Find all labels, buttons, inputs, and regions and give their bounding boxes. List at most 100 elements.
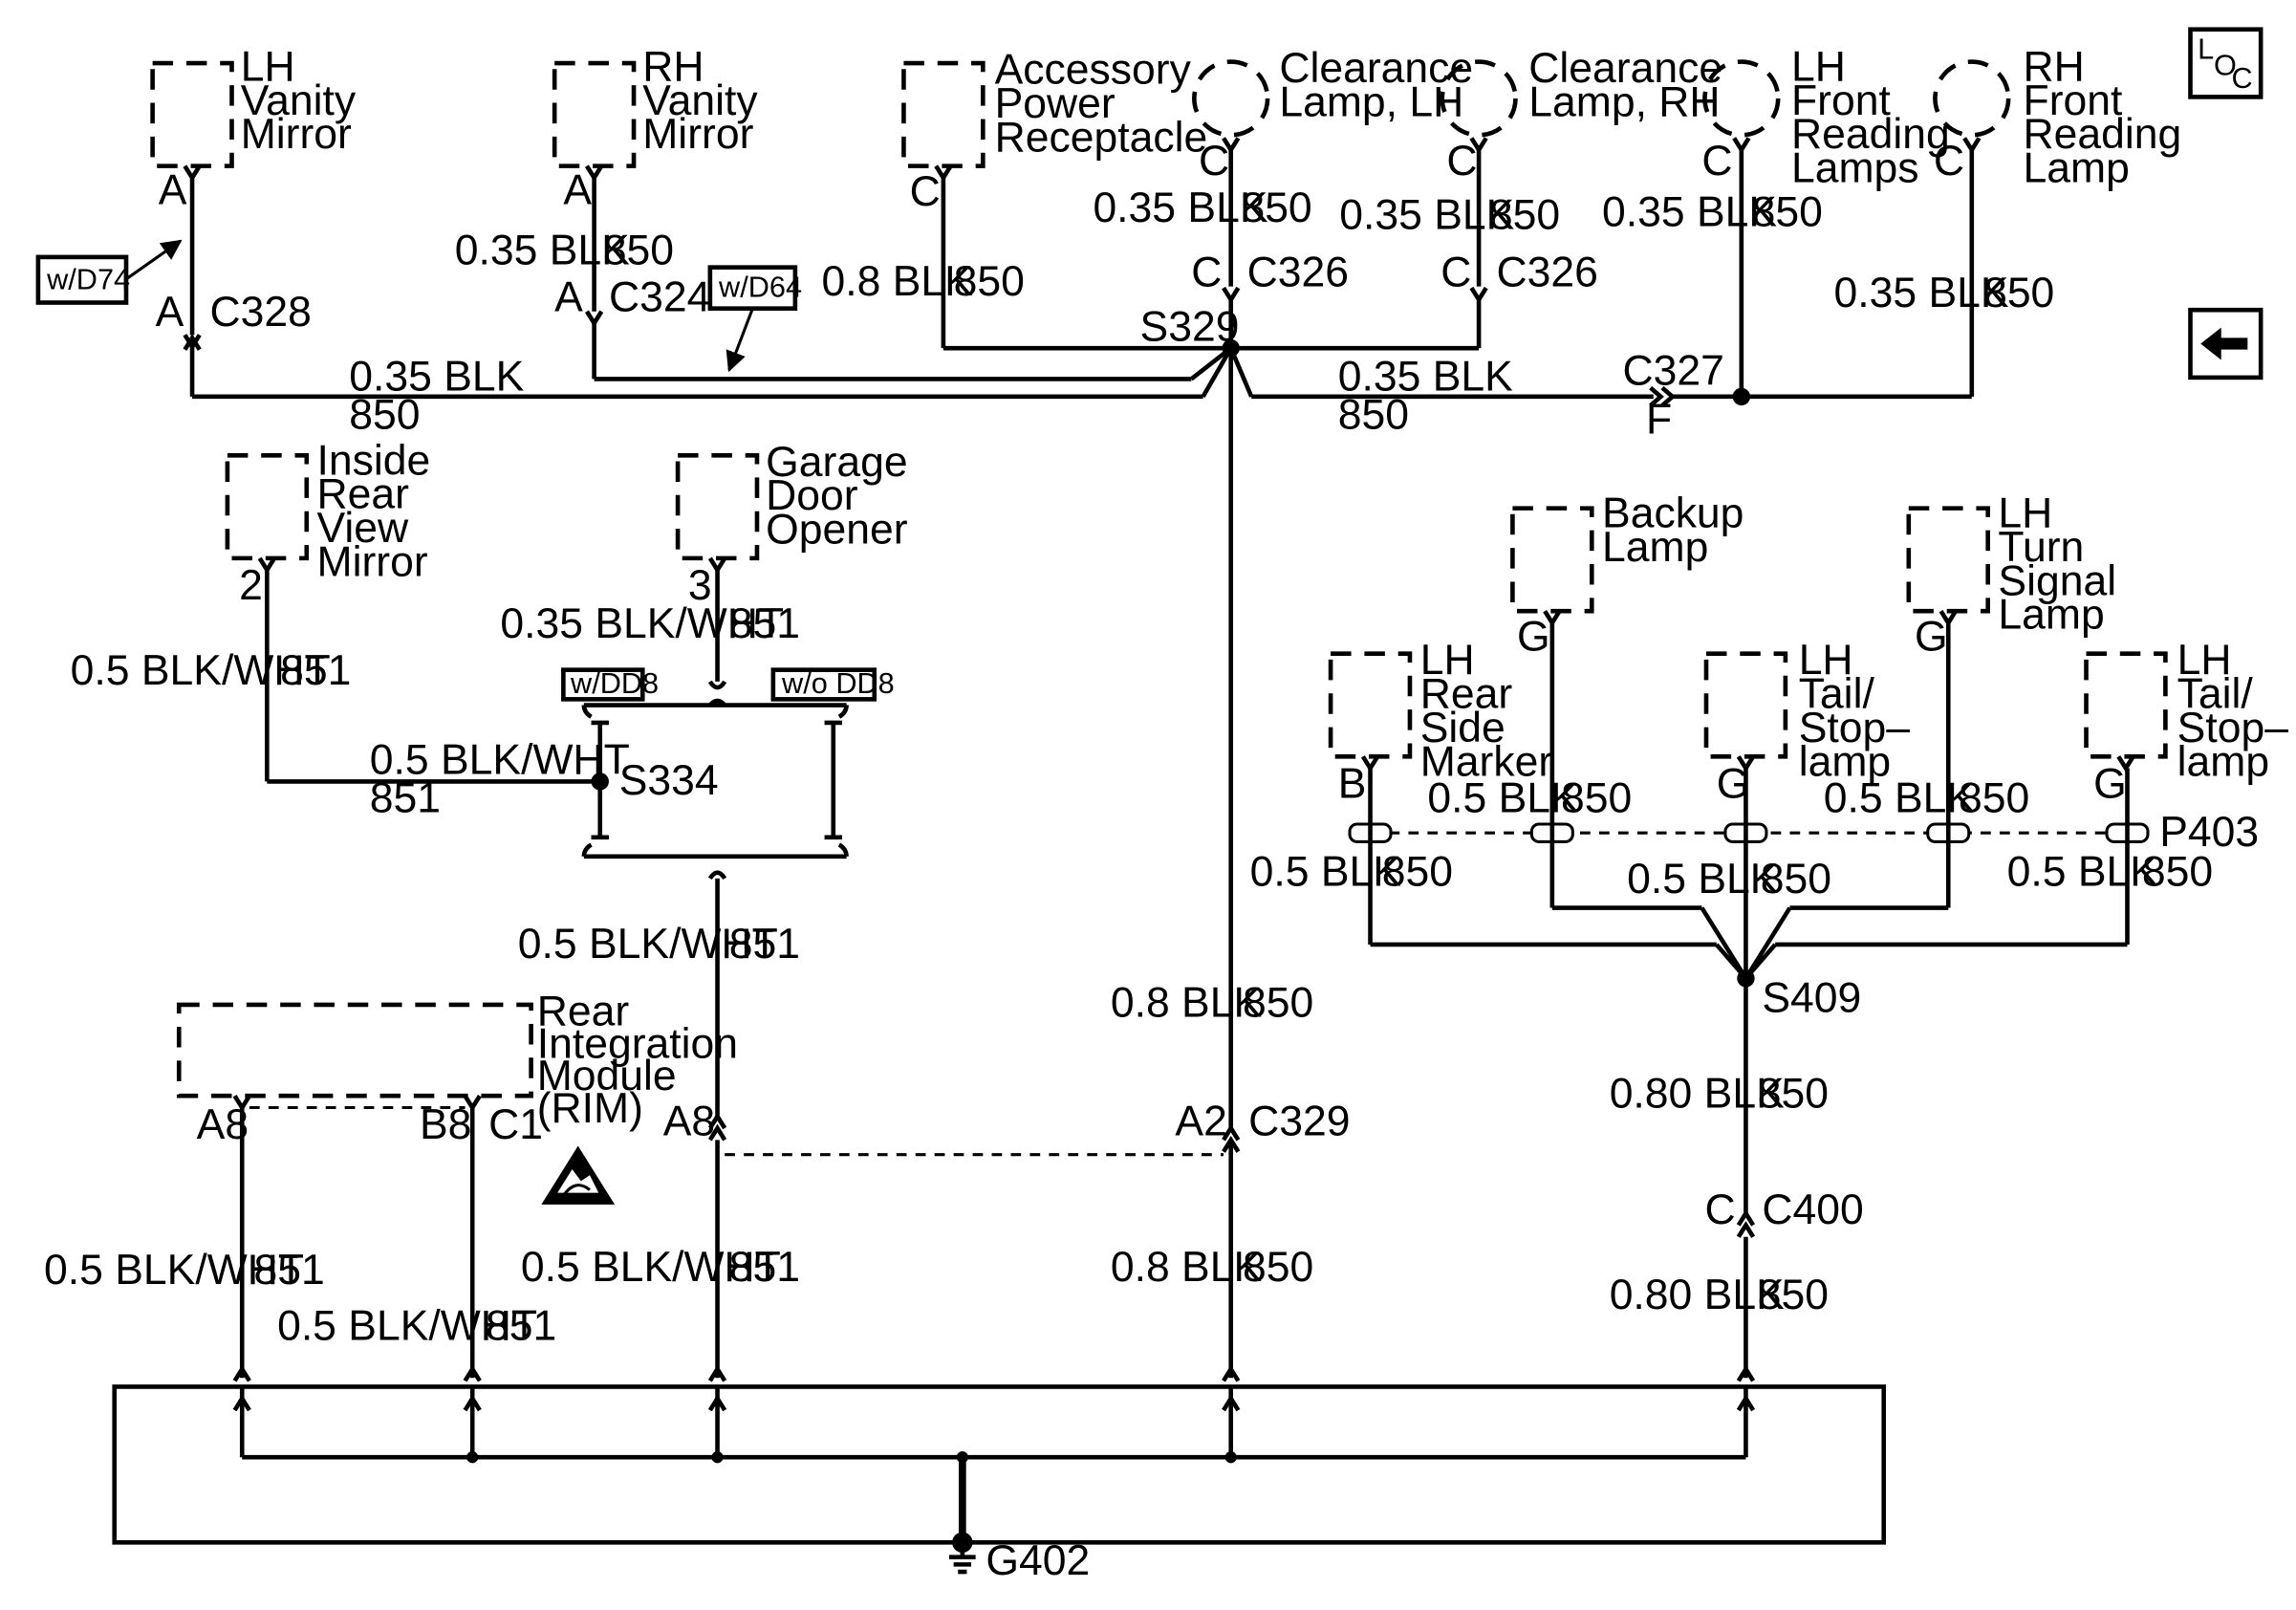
svg-text:850: 850 [1959, 775, 2029, 822]
svg-text:C: C [910, 168, 941, 215]
svg-text:B8: B8 [420, 1101, 471, 1148]
svg-text:F: F [1646, 396, 1672, 443]
svg-text:Tail/: Tail/ [2177, 671, 2254, 718]
svg-text:(RIM): (RIM) [537, 1085, 643, 1132]
svg-text:G: G [2093, 760, 2127, 807]
svg-text:Tail/: Tail/ [1799, 671, 1875, 718]
esd-warning-icon [541, 1145, 616, 1205]
svg-text:0.5 BLK: 0.5 BLK [1427, 775, 1579, 822]
svg-text:w/o DD8: w/o DD8 [781, 666, 895, 700]
svg-text:Rear: Rear [317, 471, 410, 518]
lh-turn-signal-lamp: LH Turn Signal Lamp G [1906, 490, 2116, 661]
top-wiring: A C328 A C324 0.35 BLK 850 0.8 BLK 850 0… [156, 149, 2054, 443]
lh-tail-stop-lamp-1: LH Tail/ Stop– lamp G [1703, 637, 1911, 807]
rear-integration-module: Rear Integration Module (RIM) A8 B8 C1 A… [176, 988, 738, 1148]
svg-text:0.35 BLK: 0.35 BLK [1093, 185, 1267, 231]
svg-text:0.35 BLK: 0.35 BLK [1602, 189, 1777, 236]
svg-text:850: 850 [1382, 848, 1453, 895]
svg-text:Stop–: Stop– [2177, 705, 2289, 751]
option-w-dd8: w/DD8 [561, 666, 659, 702]
svg-text:2: 2 [239, 562, 263, 609]
svg-text:A: A [159, 167, 187, 214]
svg-text:850: 850 [1561, 775, 1632, 822]
svg-text:LH: LH [2177, 637, 2232, 684]
svg-text:Rear: Rear [1420, 671, 1513, 718]
svg-text:G: G [1517, 614, 1550, 661]
ground-distribution [112, 1364, 1887, 1545]
svg-text:A: A [563, 167, 592, 214]
svg-text:0.5 BLK/WHT: 0.5 BLK/WHT [370, 737, 630, 784]
svg-text:0.5 BLK/WHT: 0.5 BLK/WHT [44, 1247, 304, 1294]
svg-text:Front: Front [1791, 77, 1891, 124]
svg-text:C327: C327 [1623, 348, 1724, 395]
svg-text:0.5 BLK: 0.5 BLK [1627, 856, 1779, 903]
svg-text:850: 850 [1758, 1070, 1829, 1117]
svg-text:Door: Door [766, 472, 858, 519]
svg-text:Module: Module [537, 1053, 677, 1099]
svg-text:850: 850 [1758, 1272, 1829, 1318]
svg-text:Lamps: Lamps [1791, 145, 1919, 192]
svg-text:Rear: Rear [537, 988, 630, 1034]
svg-text:C: C [1704, 1186, 1735, 1233]
svg-text:C329: C329 [1248, 1099, 1350, 1145]
svg-text:A2: A2 [1175, 1099, 1226, 1145]
svg-text:C: C [1701, 138, 1732, 185]
svg-text:B: B [1338, 760, 1367, 807]
svg-text:RH: RH [642, 43, 704, 90]
svg-text:C: C [1446, 138, 1477, 185]
svg-text:Inside: Inside [317, 437, 431, 484]
svg-text:Garage: Garage [766, 439, 907, 486]
svg-text:S329: S329 [1140, 303, 1240, 350]
svg-text:850: 850 [954, 258, 1025, 305]
svg-text:0.5 BLK: 0.5 BLK [2007, 848, 2159, 895]
svg-text:851: 851 [729, 1244, 800, 1291]
center-trunk: 0.8 BLK 850 0.8 BLK 850 [1111, 348, 1313, 1379]
svg-text:Front: Front [2024, 77, 2123, 124]
svg-text:C326: C326 [1497, 250, 1598, 296]
svg-text:0.8 BLK: 0.8 BLK [1111, 979, 1263, 1026]
svg-text:Stop–: Stop– [1799, 705, 1911, 751]
clearance-lamp-lh: Clearance Lamp, LH C [1192, 45, 1473, 185]
svg-text:Lamp: Lamp [2024, 145, 2130, 192]
svg-text:0.80 BLK: 0.80 BLK [1610, 1070, 1785, 1117]
clearance-lamp-rh: Clearance Lamp, RH C [1440, 45, 1722, 185]
svg-text:3: 3 [688, 562, 712, 609]
svg-text:P403: P403 [2159, 809, 2259, 856]
svg-text:850: 850 [1243, 979, 1313, 1026]
svg-text:Signal: Signal [1998, 557, 2116, 604]
loc-icon[interactable]: L O C [2188, 27, 2264, 99]
svg-text:Integration: Integration [537, 1020, 738, 1067]
option-w-d64: w/D64 [707, 265, 802, 373]
svg-text:G: G [1915, 614, 1948, 661]
svg-text:Receptacle: Receptacle [995, 114, 1208, 161]
svg-text:LH: LH [1791, 43, 1846, 90]
svg-text:Lamp: Lamp [1602, 524, 1708, 571]
svg-text:850: 850 [1489, 192, 1560, 239]
svg-text:851: 851 [486, 1302, 556, 1349]
svg-text:Accessory: Accessory [995, 47, 1192, 94]
rh-vanity-mirror: RH Vanity Mirror A [552, 43, 758, 214]
svg-text:lamp: lamp [1799, 738, 1891, 785]
svg-text:Side: Side [1420, 705, 1505, 751]
svg-text:C: C [2231, 61, 2252, 95]
svg-text:Marker: Marker [1420, 738, 1553, 785]
svg-text:w/DD8: w/DD8 [570, 666, 659, 700]
svg-text:0.35 BLK/WHT: 0.35 BLK/WHT [500, 600, 784, 647]
back-arrow-icon[interactable] [2188, 307, 2264, 381]
svg-text:0.5 BLK/WHT: 0.5 BLK/WHT [518, 921, 778, 968]
svg-text:C400: C400 [1762, 1186, 1863, 1233]
svg-text:850: 850 [1241, 185, 1311, 231]
inside-rear-view-mirror: Inside Rear View Mirror 2 [225, 437, 431, 609]
svg-text:A8: A8 [663, 1099, 715, 1145]
svg-text:Mirror: Mirror [241, 111, 352, 158]
svg-text:0.35 BLK: 0.35 BLK [349, 354, 524, 401]
middle-left-wiring: 0.5 BLK/WHT 851 0.5 BLK/WHT 851 S334 0.3… [71, 570, 849, 1117]
svg-text:850: 850 [1761, 856, 1831, 903]
rh-front-reading-lamp: RH Front Reading Lamp C [1933, 43, 2181, 192]
svg-text:0.35 BLK: 0.35 BLK [1834, 270, 2009, 316]
lh-vanity-mirror: LH Vanity Mirror A [150, 43, 357, 214]
svg-text:Vanity: Vanity [642, 77, 758, 124]
svg-text:0.5 BLK/WHT: 0.5 BLK/WHT [521, 1244, 781, 1291]
svg-text:Mirror: Mirror [317, 538, 428, 585]
